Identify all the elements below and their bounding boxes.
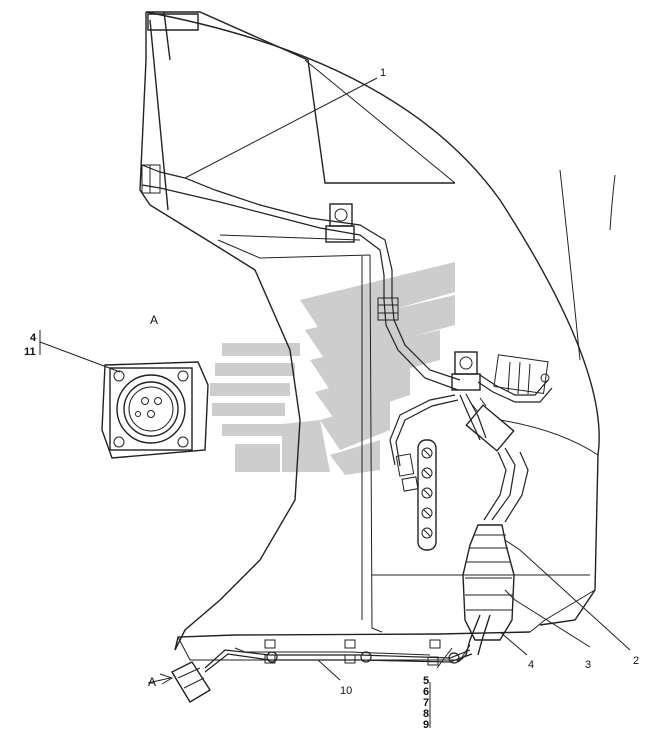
bottom-left-connector xyxy=(171,661,211,703)
harness-vertical xyxy=(377,297,461,391)
bottom-frame xyxy=(177,636,471,666)
callout-2: 2 xyxy=(633,655,639,667)
rubber-boot xyxy=(457,524,515,663)
inset-callout-11: 11 xyxy=(24,346,36,358)
clamp-upper xyxy=(325,203,355,243)
branch-wires xyxy=(389,393,487,467)
stack-callout-5: 5 xyxy=(423,675,429,687)
right-connector xyxy=(477,354,553,403)
harness-1 xyxy=(141,164,393,300)
harness-10 xyxy=(204,649,473,673)
lug-connectors xyxy=(395,453,419,492)
clamp-middle xyxy=(451,351,481,391)
inset-view-a xyxy=(101,361,209,459)
inset-callout-4: 4 xyxy=(30,332,37,344)
callout-10: 10 xyxy=(340,685,352,697)
terminal-strip xyxy=(417,439,437,551)
watermark-logo xyxy=(210,262,455,475)
callout-1: 1 xyxy=(380,67,386,79)
enclosure-body xyxy=(139,11,616,651)
callout-4: 4 xyxy=(528,659,534,671)
stack-callout-9: 9 xyxy=(423,719,429,731)
callout-3: 3 xyxy=(585,659,591,671)
stack-callout-6: 6 xyxy=(423,686,429,698)
cable-to-boot xyxy=(483,447,529,523)
stack-callout-8: 8 xyxy=(423,708,429,720)
view-label: A xyxy=(150,313,158,327)
stack-callout-7: 7 xyxy=(423,697,429,709)
inline-connector xyxy=(465,397,515,452)
arrow-label: A xyxy=(148,675,156,689)
leader-lines xyxy=(39,77,631,728)
